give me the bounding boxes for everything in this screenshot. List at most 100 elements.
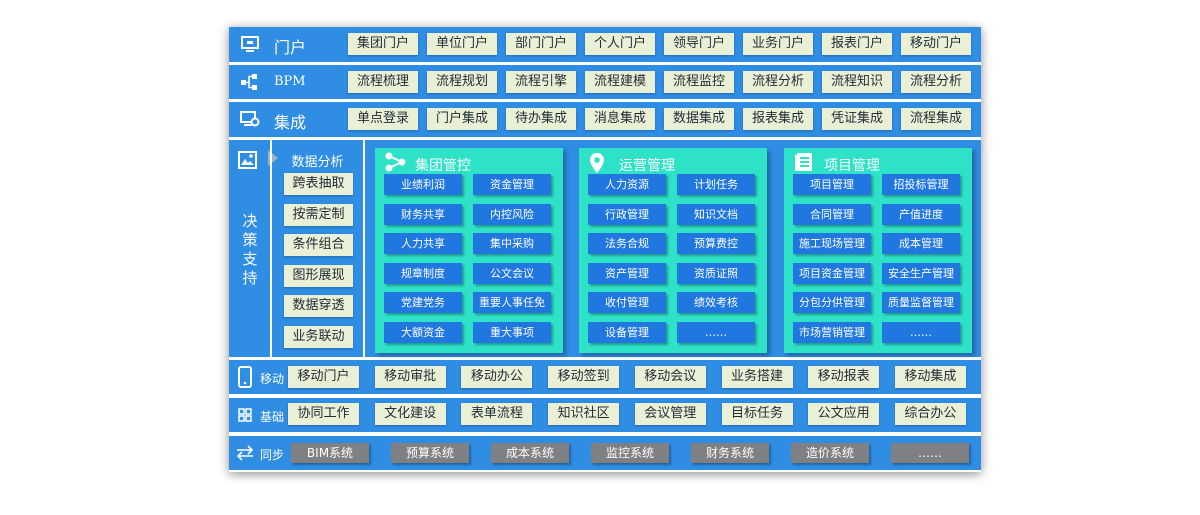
portal-item[interactable]: 集团门户 [348, 33, 418, 55]
panel-item[interactable]: 集中采购 [473, 233, 551, 255]
panel-item[interactable]: 资金管理 [473, 174, 551, 195]
panel-item[interactable]: 资产管理 [588, 262, 666, 284]
panel-item[interactable]: 大额资金 [384, 322, 462, 343]
panel-item[interactable]: 人力共享 [384, 233, 462, 255]
bpm-item[interactable]: 流程分析 [901, 71, 971, 93]
sync-arrows-icon [236, 445, 254, 465]
sync-item[interactable]: 成本系统 [491, 443, 569, 463]
mobile-item[interactable]: 移动会议 [634, 366, 706, 388]
panel-item[interactable]: 财务共享 [384, 203, 462, 225]
integration-item[interactable]: 消息集成 [585, 108, 655, 130]
integration-label: 集成 [274, 113, 307, 132]
base-item[interactable]: 综合办公 [894, 403, 966, 425]
bpm-item[interactable]: 流程建模 [585, 71, 655, 93]
bpm-row: BPM 流程梳理流程规划流程引擎流程建模流程监控流程分析流程知识流程分析 [229, 65, 981, 99]
panel-item[interactable]: …… [882, 322, 960, 343]
base-item[interactable]: 协同工作 [288, 403, 359, 425]
integration-item[interactable]: 门户集成 [427, 108, 497, 130]
panel-item[interactable]: 公文会议 [473, 262, 551, 284]
mobile-item[interactable]: 移动集成 [894, 366, 966, 388]
portal-item[interactable]: 单位门户 [427, 33, 497, 55]
bpm-item[interactable]: 流程梳理 [348, 71, 418, 93]
portal-item[interactable]: 部门门户 [506, 33, 576, 55]
panel-item[interactable]: 法务合规 [588, 233, 666, 255]
bpm-item[interactable]: 流程规划 [427, 71, 497, 93]
portal-item[interactable]: 业务门户 [743, 33, 813, 55]
sync-item[interactable]: 财务系统 [691, 443, 769, 463]
operations-panel: 运营管理人力资源计划任务行政管理知识文档法务合规预算费控资产管理资质证照收付管理… [579, 148, 767, 353]
sync-item[interactable]: …… [891, 443, 969, 463]
integration-item[interactable]: 凭证集成 [822, 108, 892, 130]
panel-item[interactable]: 业绩利润 [384, 174, 462, 195]
sync-item[interactable]: 预算系统 [391, 443, 469, 463]
panel-item[interactable]: 重大事项 [473, 322, 551, 343]
divider-line [363, 140, 365, 357]
panel-item[interactable]: 项目管理 [793, 174, 871, 195]
mobile-item[interactable]: 业务搭建 [721, 366, 793, 388]
mobile-item[interactable]: 移动办公 [461, 366, 533, 388]
analysis-item[interactable]: 业务联动 [284, 325, 353, 348]
analysis-item[interactable]: 跨表抽取 [284, 173, 353, 195]
panel-item[interactable]: 绩效考核 [677, 292, 755, 314]
panel-item[interactable]: 安全生产管理 [882, 262, 960, 284]
panel-item[interactable]: 产值进度 [882, 203, 960, 225]
panel-item[interactable]: 党建党务 [384, 292, 462, 314]
base-item[interactable]: 会议管理 [634, 403, 706, 425]
panel-item[interactable]: 行政管理 [588, 203, 666, 225]
panel-item[interactable]: 施工现场管理 [793, 233, 871, 255]
mobile-item[interactable]: 移动报表 [808, 366, 880, 388]
data-analysis-title: 数据分析 [291, 155, 344, 170]
panel-item[interactable]: 预算费控 [677, 233, 755, 255]
mobile-item[interactable]: 移动门户 [288, 366, 359, 388]
share-nodes-icon [385, 152, 407, 177]
bpm-item[interactable]: 流程引擎 [506, 71, 576, 93]
integration-item[interactable]: 待办集成 [506, 108, 576, 130]
panel-item[interactable]: 知识文档 [677, 203, 755, 225]
mobile-item[interactable]: 移动审批 [374, 366, 446, 388]
panel-item[interactable]: 市场营销管理 [793, 322, 871, 343]
panel-item[interactable]: 收付管理 [588, 292, 666, 314]
panel-item[interactable]: 质量监督管理 [882, 292, 960, 314]
panel-title: 项目管理 [824, 158, 880, 174]
divider-line [270, 140, 272, 357]
panel-item[interactable]: 成本管理 [882, 233, 960, 255]
analysis-item[interactable]: 数据穿透 [284, 295, 353, 317]
portal-item[interactable]: 领导门户 [664, 33, 734, 55]
portal-item[interactable]: 个人门户 [585, 33, 655, 55]
base-item[interactable]: 目标任务 [721, 403, 793, 425]
bpm-item[interactable]: 流程分析 [743, 71, 813, 93]
portal-item[interactable]: 移动门户 [901, 33, 971, 55]
base-item[interactable]: 知识社区 [548, 403, 620, 425]
portal-label: 门户 [274, 38, 307, 57]
panel-item[interactable]: 设备管理 [588, 322, 666, 343]
integration-item[interactable]: 报表集成 [743, 108, 813, 130]
panel-item[interactable]: 计划任务 [677, 174, 755, 195]
base-item[interactable]: 表单流程 [461, 403, 533, 425]
panel-item[interactable]: 重要人事任免 [473, 292, 551, 314]
panel-item[interactable]: 分包分供管理 [793, 292, 871, 314]
analysis-item[interactable]: 条件组合 [284, 234, 353, 256]
panel-item[interactable]: 规章制度 [384, 262, 462, 284]
portal-item[interactable]: 报表门户 [822, 33, 892, 55]
panel-item[interactable]: 内控风险 [473, 203, 551, 225]
integration-item[interactable]: 流程集成 [901, 108, 971, 130]
sync-item[interactable]: 监控系统 [591, 443, 669, 463]
monitor-icon [241, 35, 259, 57]
base-item[interactable]: 公文应用 [808, 403, 880, 425]
panel-item[interactable]: …… [677, 322, 755, 343]
panel-item[interactable]: 招投标管理 [882, 174, 960, 195]
panel-item[interactable]: 资质证照 [677, 262, 755, 284]
mobile-item[interactable]: 移动签到 [548, 366, 620, 388]
panel-item[interactable]: 合同管理 [793, 203, 871, 225]
panel-item[interactable]: 人力资源 [588, 174, 666, 195]
integration-item[interactable]: 数据集成 [664, 108, 734, 130]
analysis-item[interactable]: 按需定制 [284, 203, 353, 226]
sync-item[interactable]: 造价系统 [791, 443, 869, 463]
base-item[interactable]: 文化建设 [374, 403, 446, 425]
sync-item[interactable]: BIM系统 [291, 443, 369, 463]
integration-item[interactable]: 单点登录 [348, 108, 418, 130]
panel-item[interactable]: 项目资金管理 [793, 262, 871, 284]
analysis-item[interactable]: 图形展现 [284, 264, 353, 287]
bpm-item[interactable]: 流程监控 [664, 71, 734, 93]
bpm-item[interactable]: 流程知识 [822, 71, 892, 93]
